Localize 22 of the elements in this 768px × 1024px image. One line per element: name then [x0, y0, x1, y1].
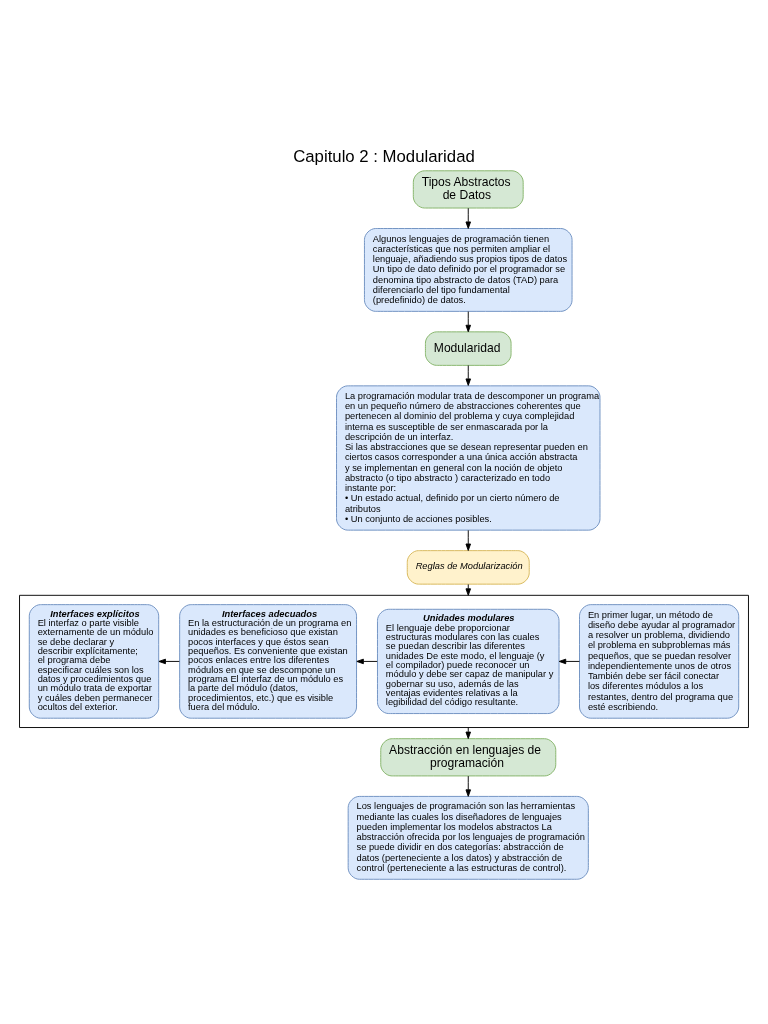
- arrow: [465, 311, 471, 333]
- arrow: [465, 583, 471, 596]
- node-box: Tipos Abstractos de Datos: [412, 170, 524, 209]
- arrow: [158, 658, 180, 665]
- node-box: Abstracción en lenguajes de programación: [380, 738, 557, 777]
- arrow: [465, 775, 471, 797]
- node-box: Interfaces adecuados En la estructuración de un programa en unidades es beneficioso que existan pocos interfaces y que éstos sean pequeños. Es conveniente que existan pocos enlaces entre los diferentes módulos en que se descompone un programa El interfaz de un módulo es la parte del módulo (datos, procedimientos, etc.) que es visible fuera del módulo.: [179, 604, 357, 719]
- node-box: Interfaces explícitos El interfaz o parte visible externamente de un módulo se debe declarar y describir explícitamente; el programa debe especificar cuáles son los datos y procedimientos que un módulo trata de exportar y cuáles deben permanecer ocultos del exterior.: [28, 604, 160, 719]
- node-box: La programación modular trata de descomponer un programa en un pequeño número de abstracciones coherentes que pertenecen al dominio del problema y cuya complejidad interna es susceptible de ser enmascarada por la descripción de un interfaz. Si las abstracciones que se desean representar pueden en ciertos casos corresponder a una única acción abstracta y se implementan en general con la noción de objeto abstracto (o tipo abstracto ) caracterizado en todo instante por: • Un estado actual, definido por un cierto número de atributos • Un conjunto de acciones posibles.: [336, 385, 601, 531]
- node-box: Unidades modulares El lenguaje debe proporcionar estructuras modulares con las cuales se puedan describir las diferentes unidades De este modo, el lenguaje (y el compilador) puede reconocer un módulo y debe ser capaz de manipular y gobernar su uso, además de las ventajas evidentes relativas a la legibilidad del código resultante.: [377, 608, 560, 715]
- arrow: [465, 529, 471, 551]
- node-box: Modularidad: [424, 331, 512, 366]
- arrow: [356, 658, 378, 665]
- diagram-title: Capitulo 2 : Modularidad: [293, 146, 475, 166]
- arrow: [465, 364, 471, 386]
- arrow: [558, 658, 580, 665]
- arrow: [465, 207, 471, 229]
- node-box: Reglas de Modularización: [406, 550, 530, 585]
- node-box: Los lenguajes de programación son las herramientas mediante las cuales los diseñadores de lenguajes pueden implementar los modelos abstractos La abstracción ofrecida por los lenguajes de programación se puede dividir en dos categorías: abstracción de datos (perteneciente a los datos) y abstracción de control (perteneciente a las estructuras de control).: [347, 795, 589, 880]
- node-box: Algunos lenguajes de programación tienen características que nos permiten ampliar el lenguaje, añadiendo sus propios tipos de datos Un tipo de dato definido por el programador se denomina tipo abstracto de datos (TAD) para diferenciarlo del tipo fundamental (predefinido) de datos.: [364, 228, 573, 312]
- cluster: [19, 594, 749, 728]
- node-box: En primer lugar, un método de diseño debe ayudar al programador a resolver un problema, dividiendo el problema en subproblemas más pequeños, que se puedan resolver independientemente unos de otros También debe ser fácil conectar los diferentes módulos a los restantes, dentro del programa que esté escribiendo.: [579, 604, 740, 719]
